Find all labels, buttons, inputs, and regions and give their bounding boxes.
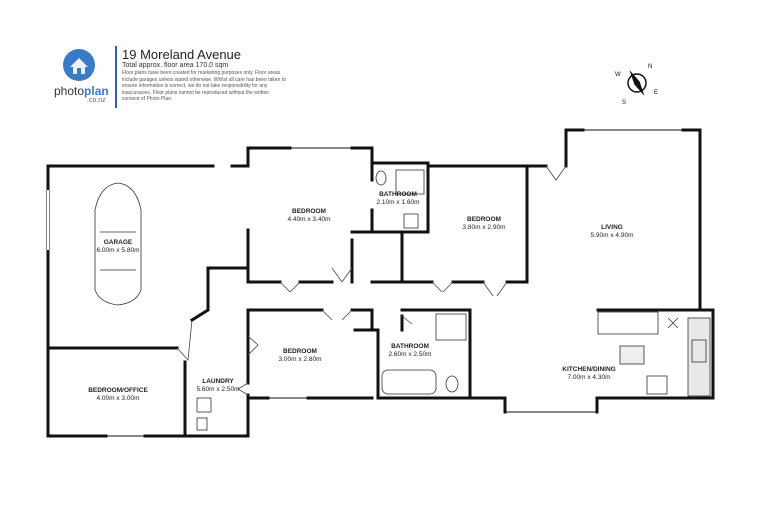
shower-top — [395, 169, 425, 195]
room-kitchen-dining: KITCHEN/DINING 7.00m x 4.30m — [562, 366, 615, 382]
bedroom-bottom-walls — [246, 308, 380, 400]
compass-label-e: E — [654, 90, 658, 96]
room-bedroom-top: BEDROOM 4.40m x 3.40m — [288, 208, 331, 224]
room-name: BEDROOM — [283, 348, 317, 355]
room-name: KITCHEN/DINING — [562, 366, 616, 373]
room-bedroom-bottom: BEDROOM 3.00m x 2.80m — [279, 348, 322, 364]
room-dims: 3.80m x 2.90m — [462, 224, 506, 231]
fixtures — [94, 169, 711, 431]
laundry-walls — [183, 334, 250, 438]
listing-area: Total approx. floor area 170.0 sqm — [122, 62, 229, 69]
bath — [381, 369, 437, 395]
room-dims: 3.00m x 2.80m — [278, 356, 322, 363]
room-bathroom-top: BATHROOM 2.10m x 1.60m — [377, 191, 420, 207]
room-name: LAUNDRY — [202, 378, 234, 385]
room-dims: 6.00m x 5.80m — [96, 247, 140, 254]
room-laundry: LAUNDRY 5.60m x 2.50m — [197, 378, 240, 394]
pantry — [597, 311, 659, 335]
room-name: BEDROOM — [292, 208, 326, 215]
brand-tld: .co.nz — [87, 97, 106, 104]
listing-disclaimer: Floor plans have been created for market… — [122, 70, 286, 103]
room-living: LIVING 5.90m x 4.90m — [591, 224, 634, 240]
room-dims: 4.40m x 3.40m — [287, 216, 331, 223]
listing-address: 19 Moreland Avenue — [122, 47, 242, 62]
room-dims: 5.60m x 2.50m — [196, 386, 240, 393]
doors — [176, 165, 567, 396]
car-outline — [94, 182, 142, 306]
bathroom-top-walls — [370, 161, 430, 284]
garage-walls — [46, 164, 250, 350]
shower-bottom — [435, 313, 467, 341]
living-walls — [525, 128, 702, 310]
fridge-icon — [667, 317, 679, 329]
kitchen-sink — [691, 339, 707, 363]
room-name: BEDROOM/OFFICE — [88, 387, 148, 394]
room-dims: 7.00m x 4.30m — [567, 374, 611, 381]
room-garage: GARAGE 6.00m x 5.80m — [97, 239, 140, 255]
compass-icon: N E S W — [615, 64, 658, 106]
room-dims: 4.00m x 3.00m — [96, 395, 140, 402]
bedroom-top-walls — [246, 146, 430, 284]
compass-label-n: N — [648, 64, 652, 70]
room-bedroom-right: BEDROOM 3.80m x 2.90m — [463, 216, 506, 232]
compass-label-w: W — [615, 72, 621, 78]
toilet-bottom — [445, 375, 459, 393]
logo-house-icon — [63, 49, 95, 81]
header: photoplan .co.nz 19 Moreland Avenue Tota… — [0, 0, 768, 110]
brand-logo-text: photoplan — [54, 84, 109, 98]
laundry-tub — [196, 397, 212, 413]
room-name: BATHROOM — [391, 343, 429, 350]
room-name: BATHROOM — [379, 191, 417, 198]
room-bedroom-office: BEDROOM/OFFICE 4.00m x 3.00m — [88, 387, 148, 403]
windows — [47, 129, 683, 437]
laundry-sink — [196, 417, 208, 431]
kitchen-dining-walls — [468, 308, 715, 414]
kitchen-bench — [687, 317, 711, 397]
room-dims: 2.10m x 1.60m — [376, 199, 420, 206]
hallway-walls — [246, 308, 472, 332]
room-bathroom-bottom: BATHROOM 2.60m x 2.50m — [389, 343, 432, 359]
room-dims: 5.90m x 4.90m — [590, 232, 634, 239]
toilet-top — [375, 170, 387, 186]
room-dims: 2.60m x 2.50m — [388, 351, 432, 358]
room-name: BEDROOM — [467, 216, 501, 223]
island — [619, 345, 645, 365]
brand-name-main: photo — [54, 84, 85, 98]
room-name: LIVING — [601, 224, 623, 231]
vanity-top — [403, 213, 419, 229]
brand-name-accent: plan — [84, 84, 109, 98]
cooktop — [646, 375, 668, 395]
compass-label-s: S — [622, 100, 626, 106]
room-name: GARAGE — [103, 239, 133, 246]
header-divider — [115, 46, 117, 108]
